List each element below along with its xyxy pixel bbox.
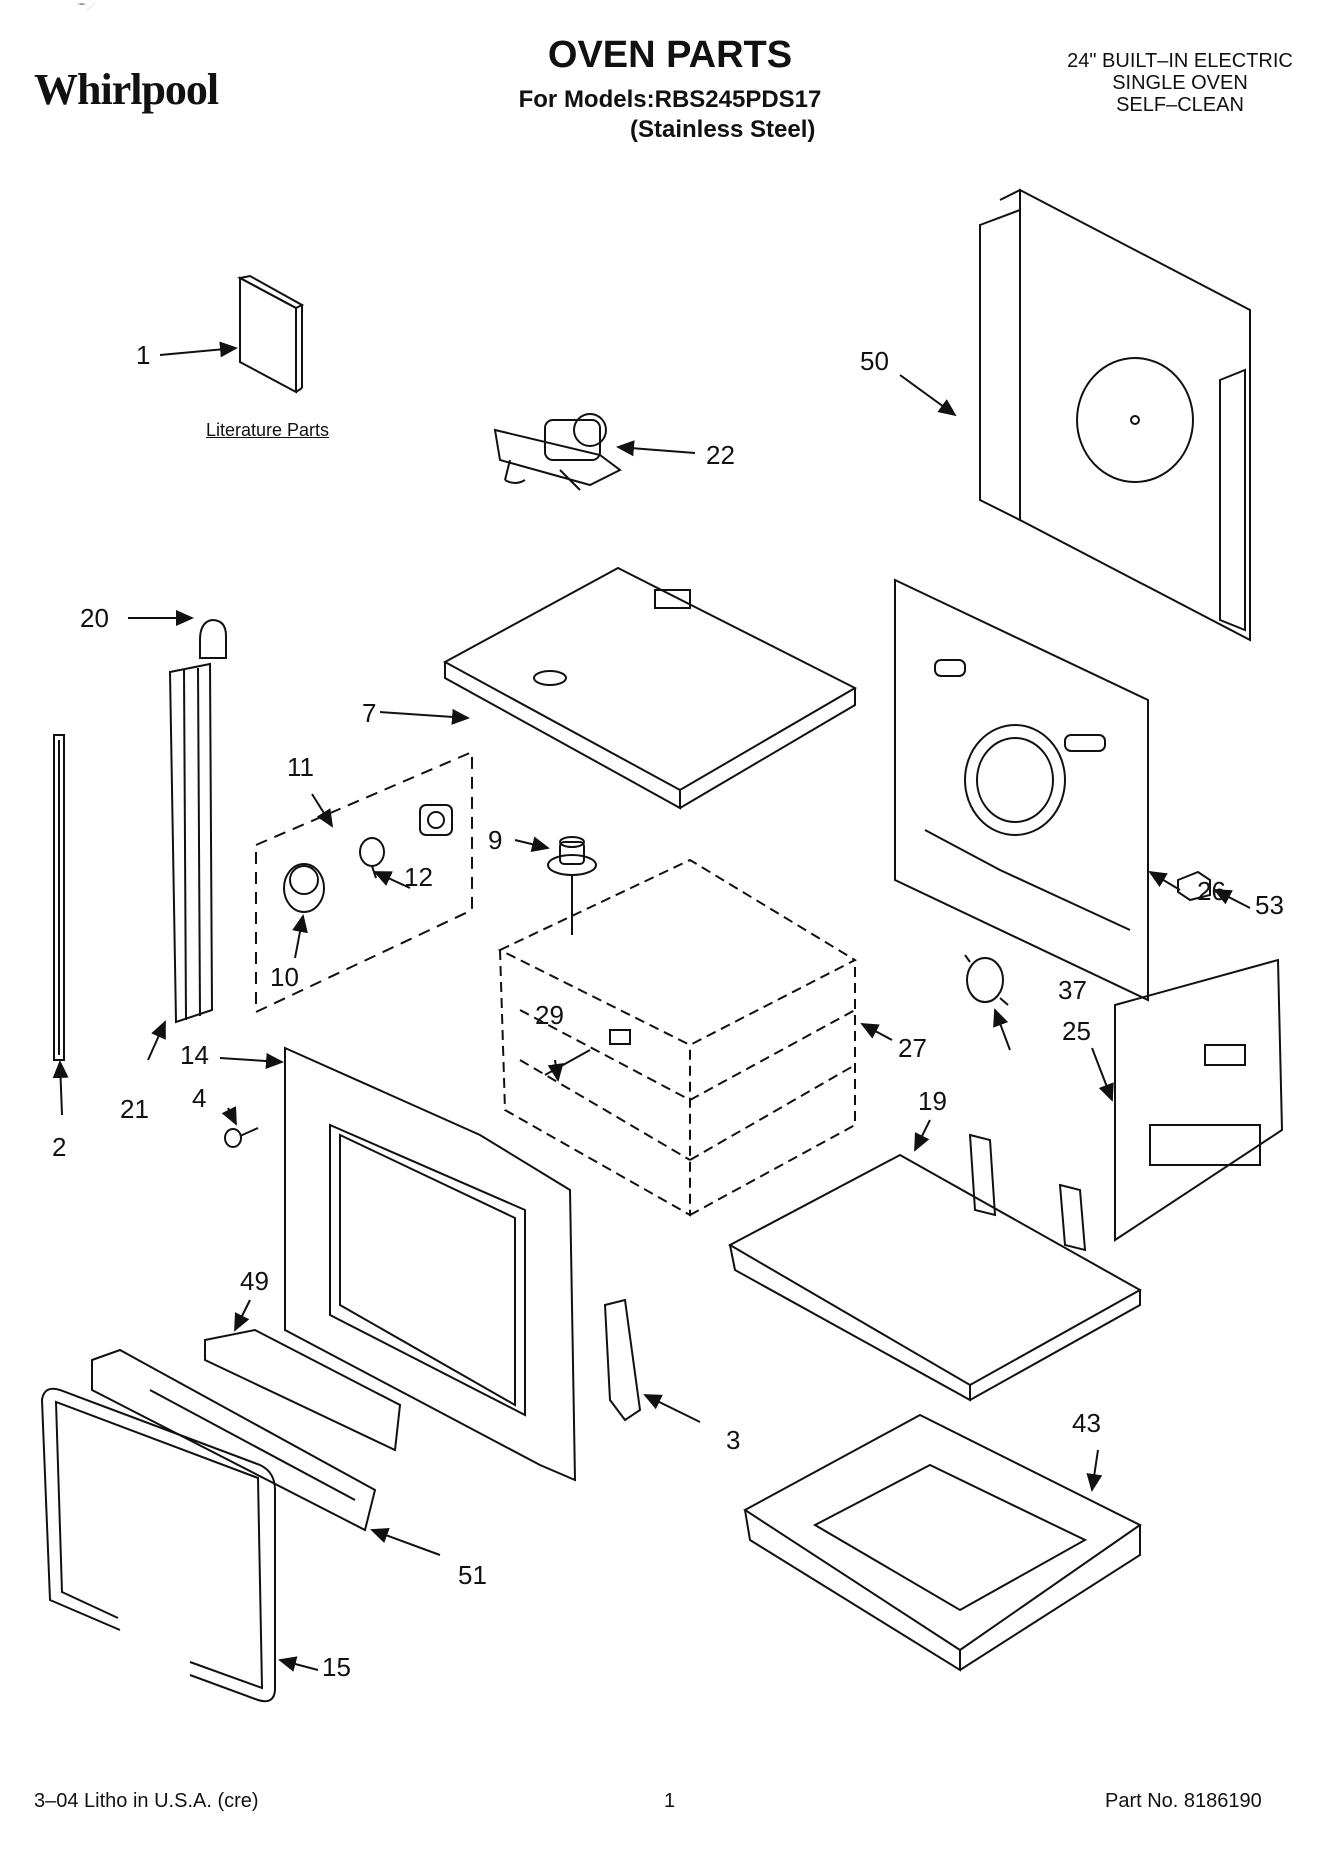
page-number: 1 — [664, 1790, 676, 1812]
callout-19: 19 — [918, 1086, 947, 1116]
callout-49: 49 — [240, 1266, 269, 1296]
product-line: SINGLE OVEN — [1112, 72, 1248, 94]
light-lens — [283, 863, 325, 913]
part-number: Part No. 8186190 — [1105, 1790, 1262, 1812]
light-bulb — [359, 837, 385, 879]
whirlpool-logo — [77, 2, 96, 10]
product-line: SELF–CLEAN — [1116, 94, 1244, 116]
product-line: 24" BUILT–IN ELECTRIC — [1067, 50, 1293, 72]
light-assembly-group — [255, 750, 473, 1014]
callout-21: 21 — [120, 1094, 149, 1124]
rear-cavity-panel — [894, 578, 1149, 1002]
callout-37: 37 — [1058, 975, 1087, 1005]
vent-channel — [204, 1328, 402, 1452]
oven-top-panel — [442, 566, 858, 810]
bumper-pad — [199, 618, 227, 659]
leader-lines — [52, 341, 1251, 1672]
thermal-cutout — [964, 954, 1009, 1006]
oven-sensor — [547, 836, 597, 935]
finish-label: (Stainless Steel) — [630, 116, 816, 143]
literature-booklet — [237, 274, 305, 394]
bottom-tray — [743, 1413, 1142, 1672]
product-description: 24" BUILT–IN ELECTRIC SINGLE OVEN SELF–C… — [1040, 50, 1320, 116]
callout-50: 50 — [860, 346, 889, 376]
vent-trim-rod — [53, 734, 65, 1061]
callout-20: 20 — [80, 603, 109, 633]
callout-3: 3 — [726, 1425, 741, 1455]
callout-53: 53 — [1255, 890, 1284, 920]
callout-27: 27 — [898, 1033, 927, 1063]
screw — [224, 1127, 259, 1148]
side-panel — [1114, 958, 1284, 1242]
callout-29: 29 — [535, 1000, 564, 1030]
models-line: For Models:RBS245PDS17 — [518, 86, 822, 113]
callout-15: 15 — [322, 1652, 351, 1682]
callout-43: 43 — [1072, 1408, 1101, 1438]
callout-22: 22 — [706, 440, 735, 470]
callout-4: 4 — [192, 1083, 207, 1113]
literature-parts-label: Literature Parts — [206, 420, 330, 440]
bracket-clip — [1177, 870, 1211, 902]
door-gasket — [40, 1387, 276, 1703]
bottom-cover — [727, 1133, 1143, 1402]
light-socket — [419, 804, 453, 836]
callout-25: 25 — [1062, 1016, 1091, 1046]
litho-note: 3–04 Litho in U.S.A. (cre) — [34, 1790, 259, 1812]
oven-cavity — [497, 858, 858, 1217]
door-lock-assembly — [493, 413, 622, 491]
callout-11: 11 — [287, 752, 314, 782]
callout-2: 2 — [52, 1132, 67, 1162]
brand-logo-text: Whirlpool — [34, 65, 219, 114]
rear-panel — [979, 188, 1251, 642]
mounting-bracket — [603, 1298, 642, 1422]
callout-26: 26 — [1197, 876, 1226, 906]
side-trim — [168, 662, 214, 1024]
callout-12: 12 — [404, 862, 433, 892]
callout-7: 7 — [362, 698, 377, 728]
vent-trim — [91, 1348, 377, 1532]
callout-10: 10 — [270, 962, 299, 992]
front-frame — [284, 1046, 577, 1482]
callout-14: 14 — [180, 1040, 209, 1070]
callout-51: 51 — [458, 1560, 487, 1590]
callout-9: 9 — [488, 825, 503, 855]
page-title: OVEN PARTS — [547, 34, 793, 76]
cavity-wire — [544, 1029, 631, 1076]
callout-1: 1 — [136, 340, 151, 370]
